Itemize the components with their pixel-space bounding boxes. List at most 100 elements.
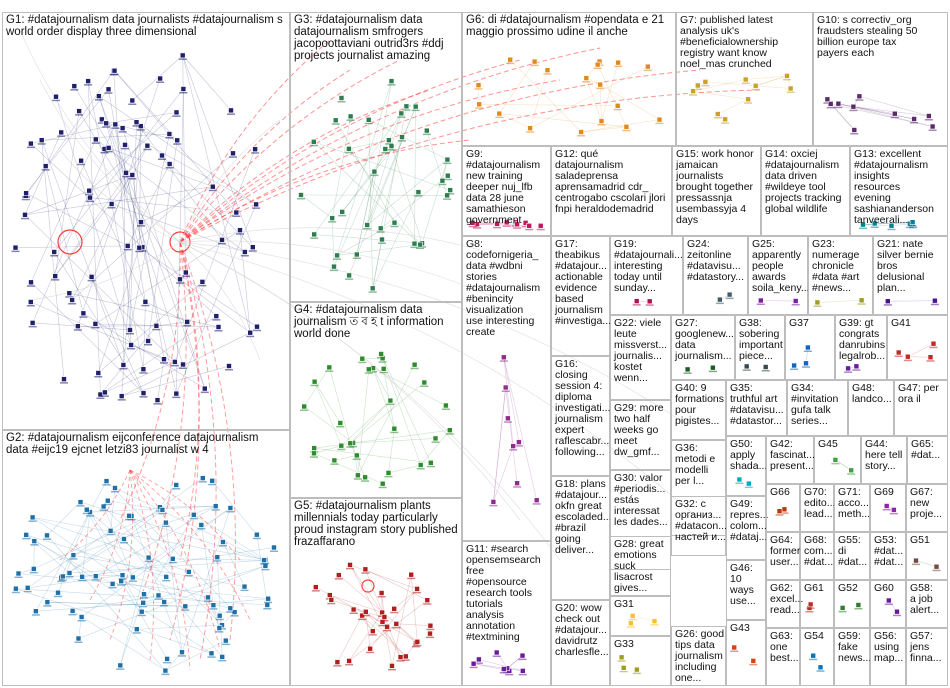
- vertex-label-bar: [68, 613, 77, 616]
- edge: [600, 84, 660, 120]
- group-cell-g24: G24:zeitonline#datavisu...#datastory...: [683, 236, 748, 315]
- vertex-label-bar: [43, 605, 52, 607]
- group-label-line: deliver...: [555, 544, 594, 556]
- vertex-label-bar: [502, 225, 511, 227]
- group-label-line: check out: [555, 613, 600, 625]
- edge: [71, 145, 148, 301]
- inter-group-edge: [179, 39, 331, 243]
- vertex-label-bar: [495, 116, 504, 119]
- edge: [157, 359, 165, 401]
- edge: [182, 55, 251, 333]
- vertex-label-bar: [396, 660, 405, 662]
- group-cell-g52: G52: [834, 580, 870, 628]
- edge: [35, 480, 107, 612]
- edge: [380, 137, 403, 229]
- group-label-line: theabikus: [555, 249, 600, 261]
- edge: [30, 143, 217, 317]
- hub-loop-g1-left: [57, 229, 83, 255]
- vertex-label-bar: [397, 116, 406, 118]
- vertex-node: [522, 220, 529, 226]
- group-label-line: read...: [770, 604, 800, 616]
- vertex-node: [475, 82, 482, 88]
- vertex-label-bar: [28, 520, 37, 522]
- edge: [314, 447, 431, 464]
- vertex-node: [174, 137, 180, 144]
- vertex-label-bar: [176, 282, 184, 284]
- vertex-node: [133, 119, 140, 125]
- vertex-label-bar: [91, 326, 100, 329]
- edge: [314, 381, 341, 424]
- group-label-line: centrogabo cscolari jlori: [555, 192, 665, 204]
- edge: [336, 222, 395, 256]
- edge: [32, 517, 145, 595]
- edge: [46, 535, 166, 671]
- edge: [25, 89, 109, 194]
- vertex-node: [140, 599, 146, 606]
- vertex-label-bar: [390, 611, 399, 614]
- vertex-node: [230, 150, 236, 157]
- group-nodes-g39: [844, 363, 861, 373]
- group-label-line: G9:: [466, 148, 483, 160]
- edge: [372, 367, 391, 401]
- inter-group-edge: [179, 69, 351, 243]
- vertex-label-bar: [58, 579, 67, 581]
- edge: [479, 104, 618, 107]
- edge: [100, 315, 217, 395]
- group-cell-border: [2, 12, 290, 430]
- vertex-label-bar: [628, 618, 637, 621]
- edge: [123, 538, 223, 658]
- edge: [179, 279, 251, 333]
- vertex-label-bar: [100, 152, 109, 154]
- vertex-node: [208, 650, 215, 657]
- vertex-node: [382, 146, 389, 152]
- vertex-label-bar: [693, 88, 702, 90]
- group-cell-border: [887, 315, 948, 380]
- group-label: G53:#dat...#dat...: [874, 534, 903, 568]
- vertex-node: [393, 621, 400, 627]
- vertex-label-bar: [345, 663, 354, 666]
- group-cell-border: [462, 541, 551, 686]
- vertex-node: [326, 592, 333, 598]
- group-label-line: legalrob...: [839, 350, 885, 362]
- vertex-label-bar: [852, 369, 861, 371]
- group-nodes-g21: [883, 297, 939, 306]
- group-cell-border: [551, 146, 672, 236]
- group-label-line: here tell: [865, 449, 902, 461]
- vertex-node: [163, 574, 169, 580]
- edge: [337, 615, 363, 663]
- vertex-label-bar: [398, 140, 406, 142]
- edge: [100, 325, 157, 395]
- group-label-line: ways: [729, 584, 754, 596]
- vertex-label-bar: [226, 611, 235, 613]
- group-label-line: di: [838, 545, 846, 557]
- edge: [207, 597, 220, 629]
- vertex-node: [202, 385, 208, 392]
- vertex-node: [646, 298, 653, 305]
- group-label-line: apparently: [752, 249, 802, 261]
- vertex-label-bar: [749, 663, 758, 666]
- edge: [313, 445, 342, 454]
- group-label: G66: [770, 486, 790, 498]
- edge: [41, 133, 170, 141]
- group-cell-border: [785, 315, 835, 380]
- group-label-line: following...: [555, 446, 605, 458]
- vertex-node: [628, 620, 634, 627]
- group-label-line: G34:: [791, 382, 814, 394]
- group-label-line: fnpi heraldodemadrid: [555, 203, 654, 215]
- vertex-node: [261, 557, 267, 564]
- vertex-label-bar: [859, 227, 867, 230]
- group-label-line: G19:: [614, 238, 637, 250]
- vertex-label-bar: [181, 275, 190, 277]
- vertex-node: [213, 313, 220, 319]
- vertex-label-bar: [178, 655, 186, 657]
- edge: [632, 615, 655, 622]
- vertex-label-bar: [120, 542, 128, 544]
- vertex-label-bar: [410, 367, 419, 370]
